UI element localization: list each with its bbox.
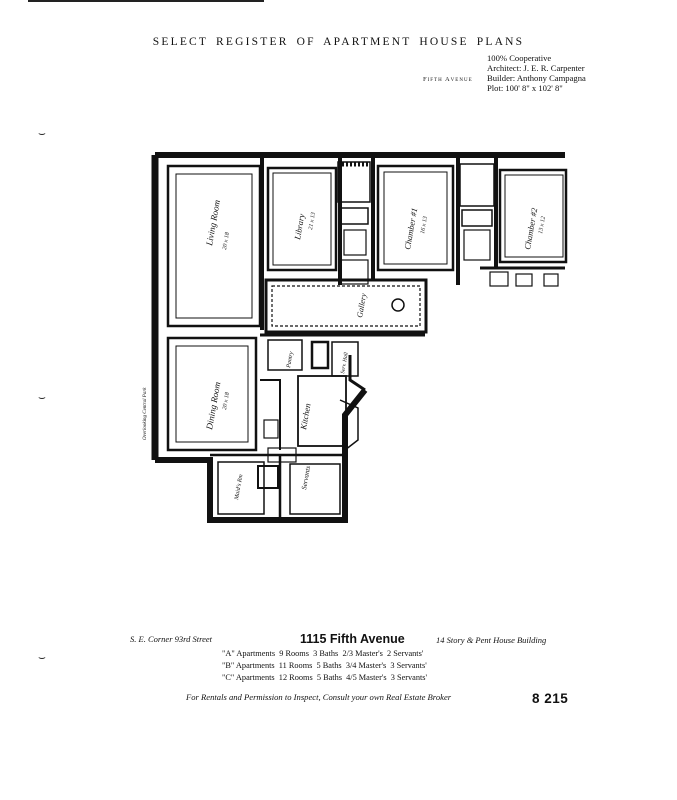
apt-servants: 3 Servants' [390,661,427,670]
label-chamber-1-dim: 16 x 13 [420,216,429,234]
apt-baths: 5 Baths [316,661,342,670]
label-side-note: Overlooking Central Park [143,387,148,440]
label-dining-room: Dining Room [204,381,222,432]
building-address: 1115 Fifth Avenue [300,632,405,646]
label-servants: Servants [300,465,312,490]
label-maids-room: Maid's Rm [234,473,245,501]
top-rule [28,0,264,2]
label-living-dim: 20 x 18 [222,232,231,250]
label-chamber-1: Chamber #1 [402,207,419,250]
apt-masters: 3/4 Master's [345,661,387,670]
apt-baths: 3 Baths [313,649,339,658]
binding-mark: ⌣ [38,126,46,140]
label-chamber-2-dim: 13 x 12 [538,216,547,234]
page-title: SELECT REGISTER OF APARTMENT HOUSE PLANS [152,36,525,48]
apartment-row: "B" Apartments 11 Rooms 5 Baths 3/4 Mast… [222,661,427,670]
apt-servants: 2 Servants' [387,649,424,658]
floor-plan: Living Room 20 x 18 Library 21 x 13 Cham… [143,152,568,523]
binding-mark: ⌣ [38,650,46,664]
building-description: 14 Story & Pent House Building [436,635,547,645]
apt-masters: 4/5 Master's [346,673,387,682]
label-library-dim: 21 x 13 [308,212,317,230]
corner-location: S. E. Corner 93rd Street [130,634,213,644]
apt-baths: 5 Baths [316,673,342,682]
apt-name: "C" Apartments [222,673,275,682]
label-serv-hall: Serv. Hall [340,351,350,374]
label-pantry: Pantry [286,351,295,369]
apt-name: "A" Apartments [222,649,276,658]
apt-masters: 2/3 Master's [342,649,383,658]
meta-line-architect: Architect: J. E. R. Carpenter [487,63,585,73]
meta-line-builder: Builder: Anthony Campagna [487,73,586,83]
label-library: Library [292,213,307,242]
apt-name: "B" Apartments [222,661,275,670]
label-chamber-2: Chamber #2 [522,206,539,250]
label-kitchen: Kitchen [298,403,313,432]
apartment-row: "A" Apartments 9 Rooms 3 Baths 2/3 Maste… [222,649,423,658]
binding-mark: ⌣ [38,390,46,404]
apt-rooms: 12 Rooms [278,673,313,682]
meta-line-cooperative: 100% Cooperative [487,53,552,63]
label-gallery: Gallery [355,292,368,318]
apartment-row: "C" Apartments 12 Rooms 5 Baths 4/5 Mast… [222,673,427,682]
street-label: Fifth Avenue [423,76,473,83]
apt-rooms: 9 Rooms [279,649,309,658]
label-dining-dim: 20 x 18 [222,392,231,410]
meta-line-plot: Plot: 100' 8" x 102' 8" [487,83,563,93]
rental-notice: For Rentals and Permission to Inspect, C… [186,692,452,702]
building-meta: 100% Cooperative Architect: J. E. R. Car… [487,53,586,93]
plate-number: 8 215 [532,691,569,706]
apt-rooms: 11 Rooms [278,661,313,670]
apt-servants: 3 Servants' [390,673,428,682]
label-living-room: Living Room [204,199,222,248]
